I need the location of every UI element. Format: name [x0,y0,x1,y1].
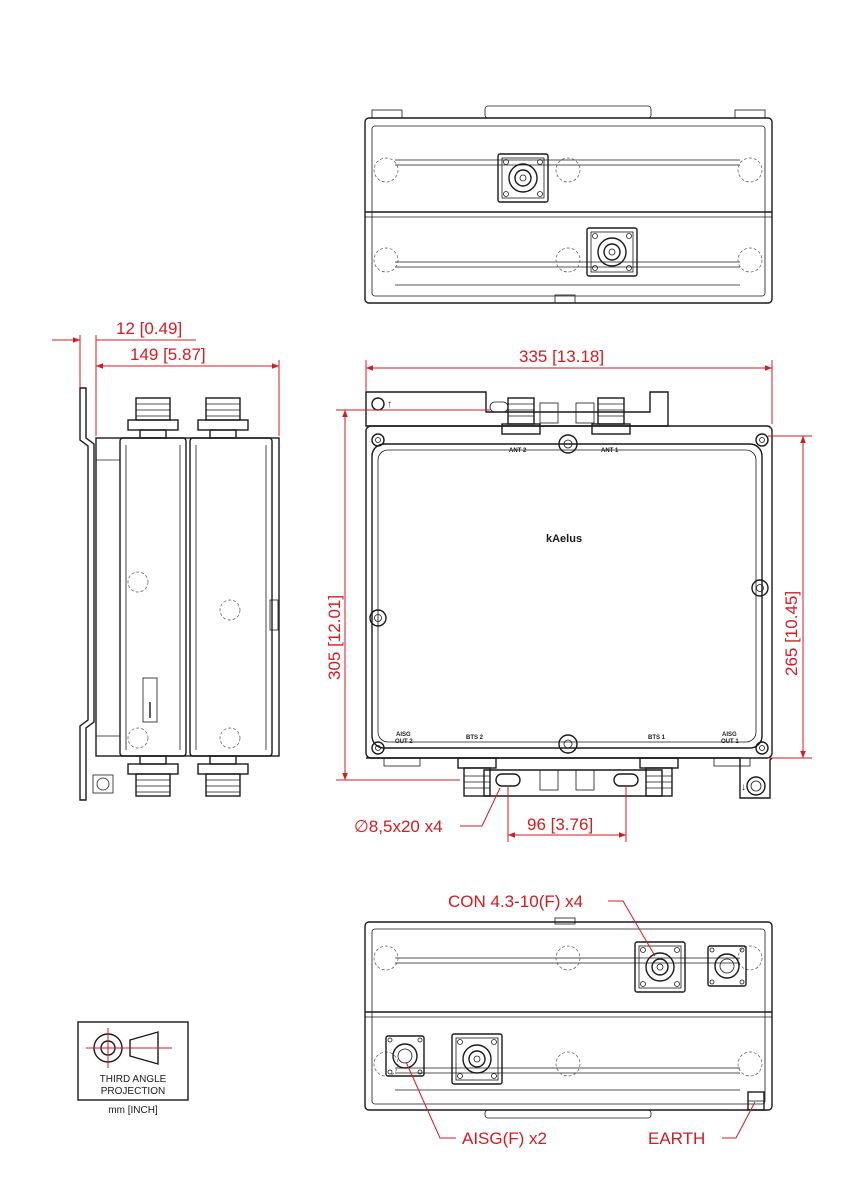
front-connector-ant1 [591,397,631,435]
front-dimensions: 335 [13.18] 305 [12.01] 265 [10.45] 96 [… [325,347,812,842]
label-aisg-out1-line2: OUT 1 [721,739,739,745]
callout-earth: EARTH [648,1129,705,1148]
label-aisg-out1-line1: AISG [722,732,737,738]
label-bts2: BTS 2 [466,735,484,741]
dim-side-offset: 12 [0.49] [116,319,182,338]
dim-front-height: 305 [12.01] [325,595,344,680]
bottom-aisg-2 [385,1035,425,1077]
label-bts1: BTS 1 [648,735,666,741]
svg-text:↑: ↑ [387,399,392,410]
bottom-aisg-1 [707,945,747,987]
units-label: mm [INCH] [108,1105,158,1116]
front-connector-bts2 [457,757,497,797]
bottom-callouts: CON 4.3-10(F) x4 AISG(F) x2 EARTH [405,892,756,1148]
side-connector-top-1 [127,397,179,439]
label-ant1: ANT 1 [601,448,619,454]
side-connector-bottom-2 [197,755,249,797]
dim-hole-spacing: 96 [3.76] [527,815,593,834]
side-view [79,387,280,801]
bottom-connector-1 [634,941,686,993]
label-aisg-out2-line2: OUT 2 [395,739,413,745]
label-ant2: ANT 2 [509,448,527,454]
dim-side-depth: 149 [5.87] [130,345,206,364]
callout-aisg: AISG(F) x2 [462,1129,547,1148]
dim-front-width: 335 [13.18] [519,347,604,366]
callout-slots: ∅8,5x20 x4 [354,817,443,836]
front-view: ↑ ↓ [365,391,773,799]
front-connector-ant2 [501,397,541,435]
front-connector-bts1 [639,757,679,797]
projection-line1: THIRD ANGLE [100,1074,167,1085]
svg-text:↓: ↓ [741,782,746,793]
bottom-connector-2 [451,1033,503,1085]
side-connector-top-2 [197,397,249,439]
side-dimensions: 12 [0.49] 149 [5.87] [52,319,280,436]
top-connector-1 [497,153,549,203]
top-view [364,105,773,304]
side-connector-bottom-1 [127,755,179,797]
label-aisg-out2-line1: AISG [396,732,411,738]
brand-logo: kAelus [546,533,582,545]
top-connector-2 [586,227,638,277]
projection-line2: PROJECTION [101,1086,165,1097]
bottom-view [364,917,773,1119]
callout-connectors: CON 4.3-10(F) x4 [448,892,583,911]
projection-symbol: THIRD ANGLE PROJECTION mm [INCH] [77,1021,189,1116]
dim-body-height: 265 [10.45] [782,591,801,676]
